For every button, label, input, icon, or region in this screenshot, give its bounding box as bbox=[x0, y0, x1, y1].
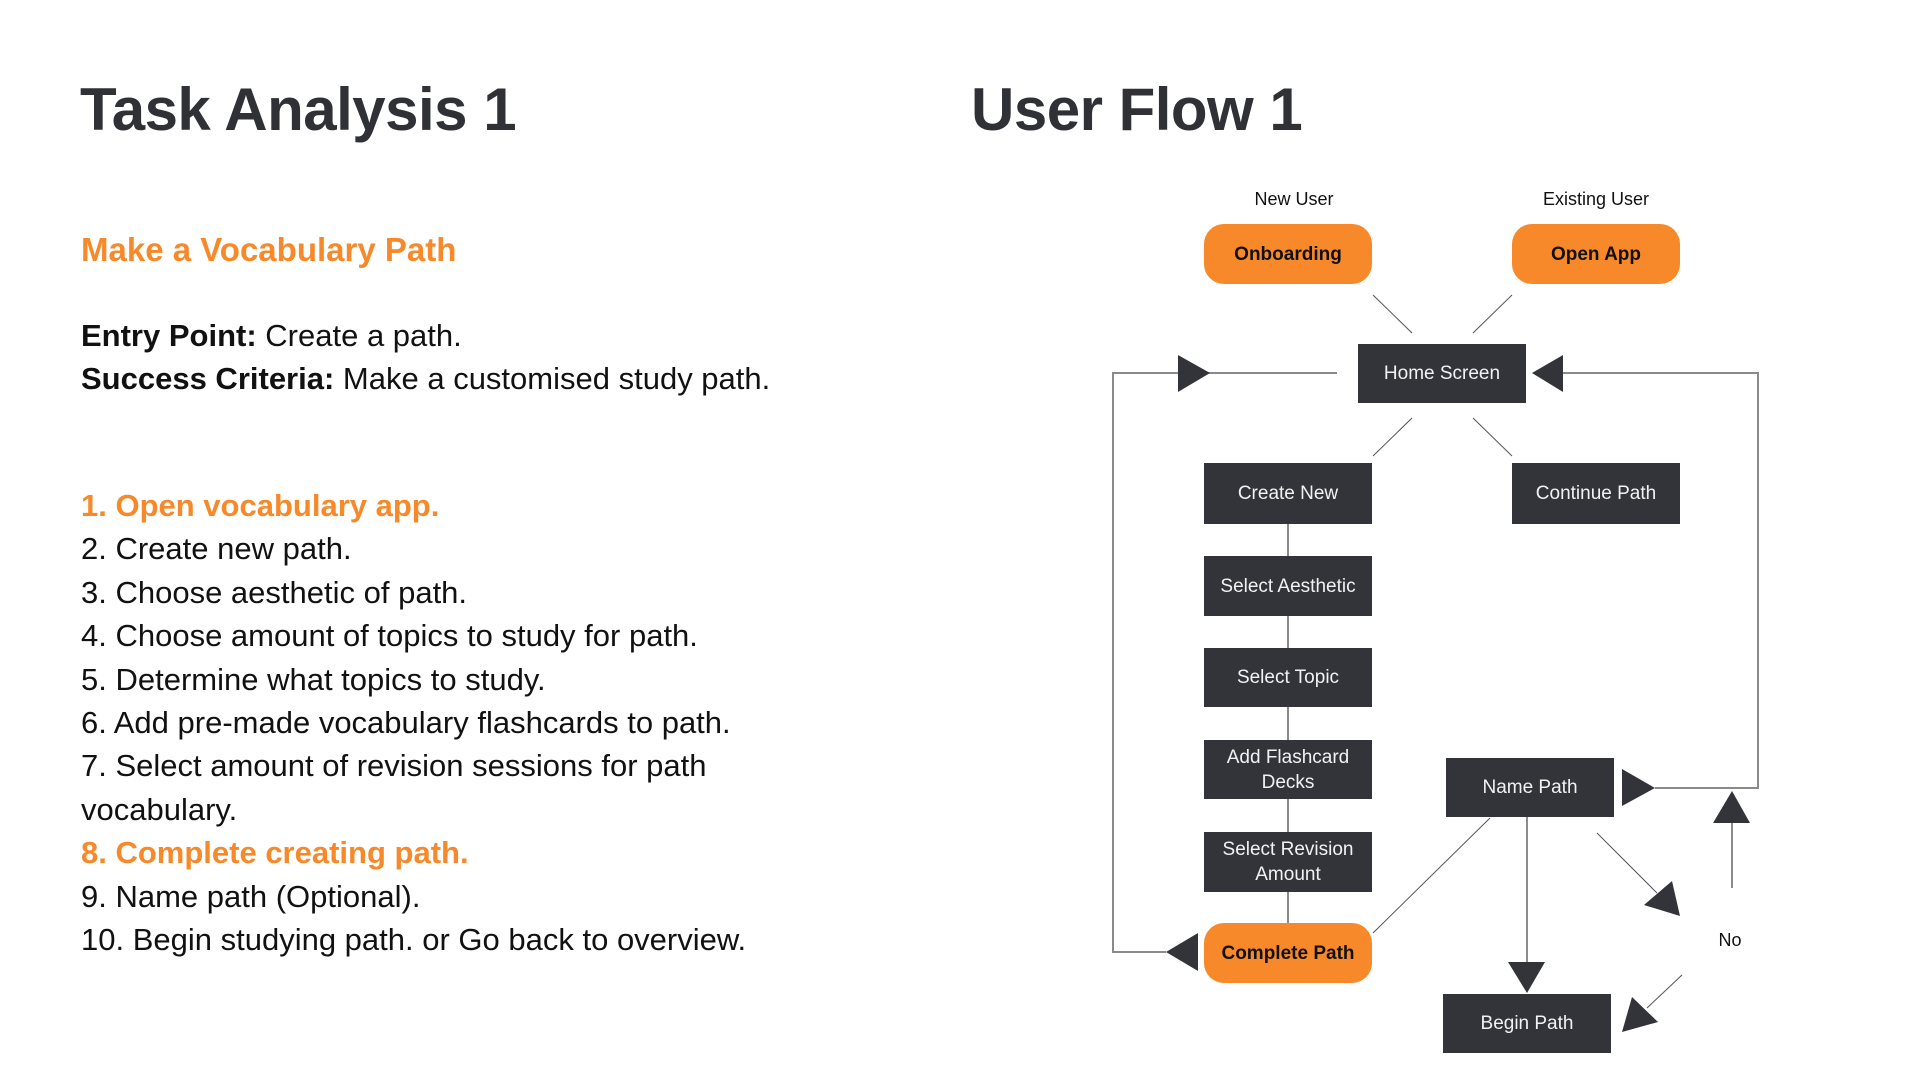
node-open-app[interactable]: Open App bbox=[1512, 224, 1680, 284]
node-home-screen[interactable]: Home Screen bbox=[1358, 344, 1526, 403]
node-name-path[interactable]: Name Path bbox=[1446, 758, 1614, 817]
task-step: 7. Select amount of revision sessions fo… bbox=[81, 748, 707, 827]
arrow-up-icon bbox=[1713, 791, 1750, 823]
edge-no-begin bbox=[1646, 974, 1683, 1009]
edge-openapp-home bbox=[1472, 294, 1513, 334]
edge-onboarding-home bbox=[1372, 294, 1413, 334]
loop-name-to-home bbox=[1563, 372, 1759, 789]
existing-user-label: Existing User bbox=[1542, 189, 1650, 209]
arrow-right-icon bbox=[1178, 355, 1210, 392]
user-flow-title: User Flow 1 bbox=[971, 76, 1303, 143]
task-step: 8. Complete creating path. bbox=[81, 835, 469, 871]
node-add-flashcard-decks[interactable]: Add Flashcard Decks bbox=[1204, 740, 1372, 799]
entry-point-label: Entry Point: bbox=[81, 318, 257, 353]
entry-point: Entry Point: Create a path. bbox=[81, 320, 462, 351]
success-criteria-value: Make a customised study path. bbox=[334, 361, 771, 396]
task-step: 10. Begin studying path. or Go back to o… bbox=[81, 922, 747, 958]
node-create-new[interactable]: Create New bbox=[1204, 463, 1372, 524]
arrow-left-icon bbox=[1166, 933, 1198, 971]
node-select-topic[interactable]: Select Topic bbox=[1204, 648, 1372, 707]
node-onboarding[interactable]: Onboarding bbox=[1204, 224, 1372, 284]
task-step: 5. Determine what topics to study. bbox=[81, 661, 546, 697]
task-steps-list: 1. Open vocabulary app. 2. Create new pa… bbox=[81, 484, 841, 961]
success-criteria-label: Success Criteria: bbox=[81, 361, 335, 396]
task-step: 4. Choose amount of topics to study for … bbox=[81, 618, 698, 654]
arrow-down-left-icon bbox=[1622, 997, 1658, 1032]
node-complete-path[interactable]: Complete Path bbox=[1204, 923, 1372, 983]
loop-complete-to-home bbox=[1112, 372, 1337, 953]
task-step: 3. Choose aesthetic of path. bbox=[81, 574, 468, 610]
arrow-left-icon bbox=[1532, 355, 1563, 392]
task-step: 2. Create new path. bbox=[81, 531, 352, 567]
task-analysis-title: Task Analysis 1 bbox=[80, 76, 517, 143]
edge-complete-name bbox=[1372, 817, 1491, 934]
task-name: Make a Vocabulary Path bbox=[81, 231, 457, 268]
new-user-label: New User bbox=[1254, 189, 1334, 209]
edge-name-no bbox=[1596, 832, 1658, 894]
entry-point-value: Create a path. bbox=[256, 318, 462, 353]
node-select-revision-amount[interactable]: Select Revision Amount bbox=[1204, 832, 1372, 892]
task-step: 1. Open vocabulary app. bbox=[81, 488, 440, 523]
arrow-down-right-icon bbox=[1644, 881, 1680, 916]
success-criteria: Success Criteria: Make a customised stud… bbox=[81, 363, 770, 394]
task-step: 6. Add pre-made vocabulary flashcards to… bbox=[81, 705, 731, 741]
edge-home-create bbox=[1372, 417, 1413, 457]
no-label: No bbox=[1718, 930, 1742, 950]
task-step: 9. Name path (Optional). bbox=[81, 878, 421, 914]
arrow-down-icon bbox=[1508, 962, 1545, 993]
node-select-aesthetic[interactable]: Select Aesthetic bbox=[1204, 556, 1372, 616]
node-continue-path[interactable]: Continue Path bbox=[1512, 463, 1680, 524]
edge-home-continue bbox=[1472, 417, 1513, 457]
arrow-right-icon bbox=[1622, 769, 1655, 806]
node-begin-path[interactable]: Begin Path bbox=[1443, 994, 1611, 1053]
